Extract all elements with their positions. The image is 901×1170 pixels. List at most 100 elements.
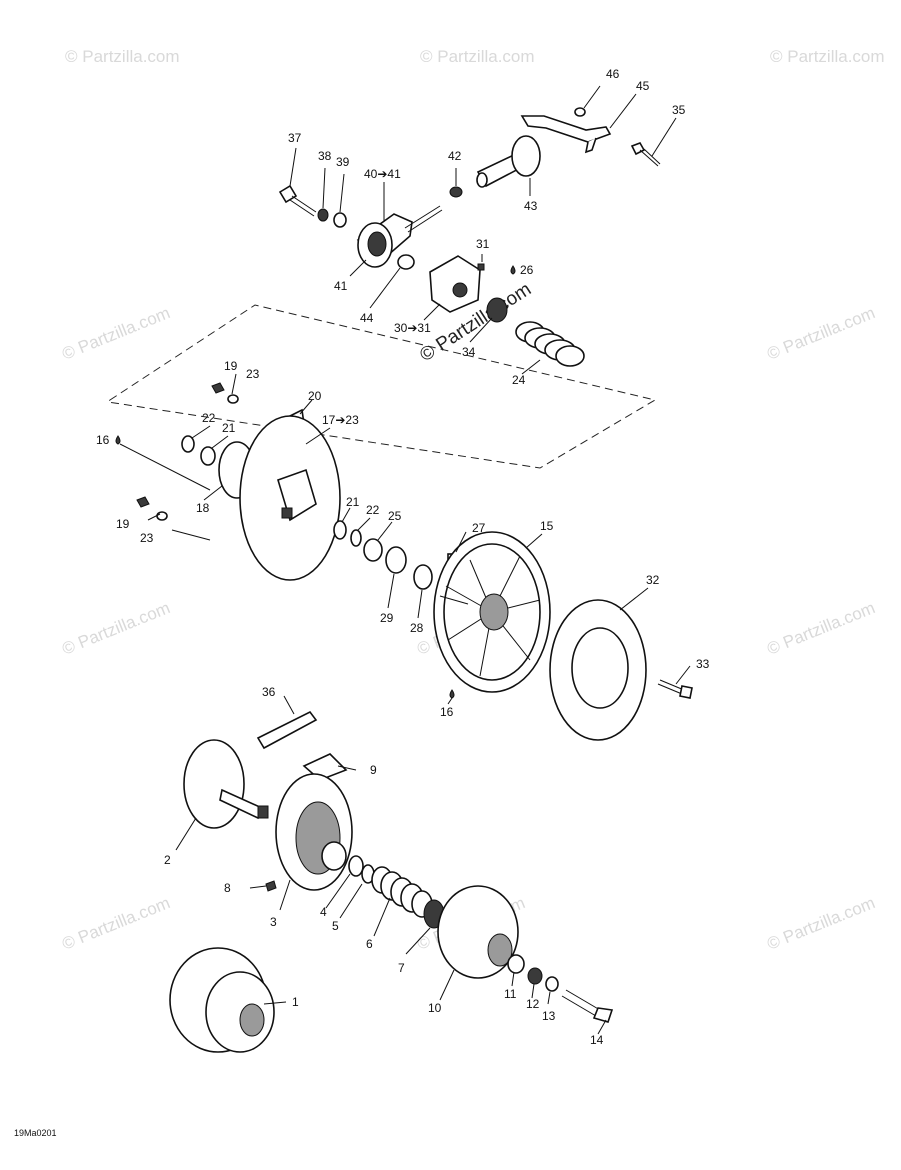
part-24-spring [515, 321, 585, 367]
part-12-nut [527, 967, 543, 985]
part-6-spring [371, 866, 433, 918]
label-29: 29 [380, 611, 394, 625]
watermark: © Partzilla.com [764, 893, 877, 954]
watermark: © Partzilla.com [420, 47, 535, 66]
label-45: 45 [636, 79, 650, 93]
label-8: 8 [224, 881, 231, 895]
label-42: 42 [448, 149, 462, 163]
label-35: 35 [672, 103, 686, 117]
part-21-bushing [200, 446, 216, 466]
part-28-washer [413, 564, 433, 590]
watermark: © Partzilla.com [764, 598, 877, 659]
label-13: 13 [542, 1009, 556, 1023]
part-25-washer [363, 538, 383, 562]
part-3-movable-sheave [275, 773, 353, 891]
assembly-outline [106, 304, 657, 469]
label-21: 21 [346, 495, 360, 509]
label-10: 10 [428, 1001, 442, 1015]
label-5: 5 [332, 919, 339, 933]
part-8-screw [265, 880, 277, 892]
part-4-ring [348, 855, 364, 877]
leader-lines [119, 85, 691, 1035]
label-9: 9 [370, 763, 377, 777]
part-43-shaft [476, 135, 541, 188]
watermark: © Partzilla.com [59, 893, 172, 954]
label-41: 41 [334, 279, 348, 293]
part-34-washer [486, 297, 508, 323]
part-35-screw [630, 142, 661, 167]
part-36-slider-strip [256, 710, 318, 750]
watermark: © Partzilla.com [65, 47, 180, 66]
label-39: 39 [336, 155, 350, 169]
label-14: 14 [590, 1033, 604, 1047]
label-1: 1 [292, 995, 299, 1009]
label-38: 38 [318, 149, 332, 163]
label-37: 37 [288, 131, 302, 145]
label-23: 23 [246, 367, 260, 381]
part-10-cover [437, 885, 519, 979]
part-39-washer [333, 212, 347, 228]
label-17-23: 17➔23 [322, 413, 359, 427]
part-23-washer [227, 394, 239, 404]
part-19-bolt [136, 496, 150, 508]
label-12: 12 [526, 997, 540, 1011]
label-18: 18 [196, 501, 210, 515]
part-11-washer [507, 954, 525, 974]
part-14-bolt [561, 989, 614, 1023]
label-31: 31 [476, 237, 490, 251]
part-16-drop-icon [449, 689, 455, 699]
label-22: 22 [202, 411, 216, 425]
label-28: 28 [410, 621, 424, 635]
label-16: 16 [96, 433, 110, 447]
label-16: 16 [440, 705, 454, 719]
part-1-drive-cover [169, 947, 275, 1053]
part-30-cam [429, 255, 481, 313]
label-19: 19 [116, 517, 130, 531]
part-19-bolt [211, 382, 225, 394]
label-23: 23 [140, 531, 154, 545]
label-21: 21 [222, 421, 236, 435]
label-40-41: 40➔41 [364, 167, 401, 181]
label-33: 33 [696, 657, 710, 671]
label-25: 25 [388, 509, 402, 523]
label-36: 36 [262, 685, 276, 699]
label-7: 7 [398, 961, 405, 975]
label-27: 27 [472, 521, 486, 535]
part-23-washer [156, 511, 168, 521]
part-21-bushing [333, 520, 347, 540]
label-19: 19 [224, 359, 238, 373]
label-34: 34 [462, 345, 476, 359]
part-29-washer [385, 546, 407, 574]
part-44-ring [397, 254, 415, 270]
label-32: 32 [646, 573, 660, 587]
watermark: © Partzilla.com [764, 303, 877, 364]
label-22: 22 [366, 503, 380, 517]
part-31-screw [477, 263, 485, 271]
label-46: 46 [606, 67, 620, 81]
part-26-drop-icon [510, 265, 516, 275]
part-33-bolt [657, 679, 693, 699]
part-37-bolt [278, 184, 317, 217]
label-6: 6 [366, 937, 373, 951]
part-13-washer [545, 976, 559, 992]
watermark-layer: © Partzilla.com © Partzilla.com © Partzi… [59, 47, 884, 954]
part-2-fixed-sheave [183, 739, 269, 829]
label-43: 43 [524, 199, 538, 213]
part-42-nut [449, 186, 463, 198]
part-32-disc [549, 599, 647, 741]
part-41-bearing-housing [356, 205, 443, 268]
watermark: © Partzilla.com [59, 303, 172, 364]
part-38-washer [317, 208, 329, 222]
label-4: 4 [320, 905, 327, 919]
label-26: 26 [520, 263, 534, 277]
part-46-washer [574, 107, 586, 117]
watermark: © Partzilla.com [59, 598, 172, 659]
drawing-code: 19Ma0201 [14, 1128, 57, 1138]
label-44: 44 [360, 311, 374, 325]
part-17-sheave [239, 415, 341, 581]
label-11: 11 [504, 987, 517, 1001]
label-20: 20 [308, 389, 322, 403]
part-45-bracket [520, 115, 612, 154]
part-16-drop-icon [115, 435, 121, 445]
